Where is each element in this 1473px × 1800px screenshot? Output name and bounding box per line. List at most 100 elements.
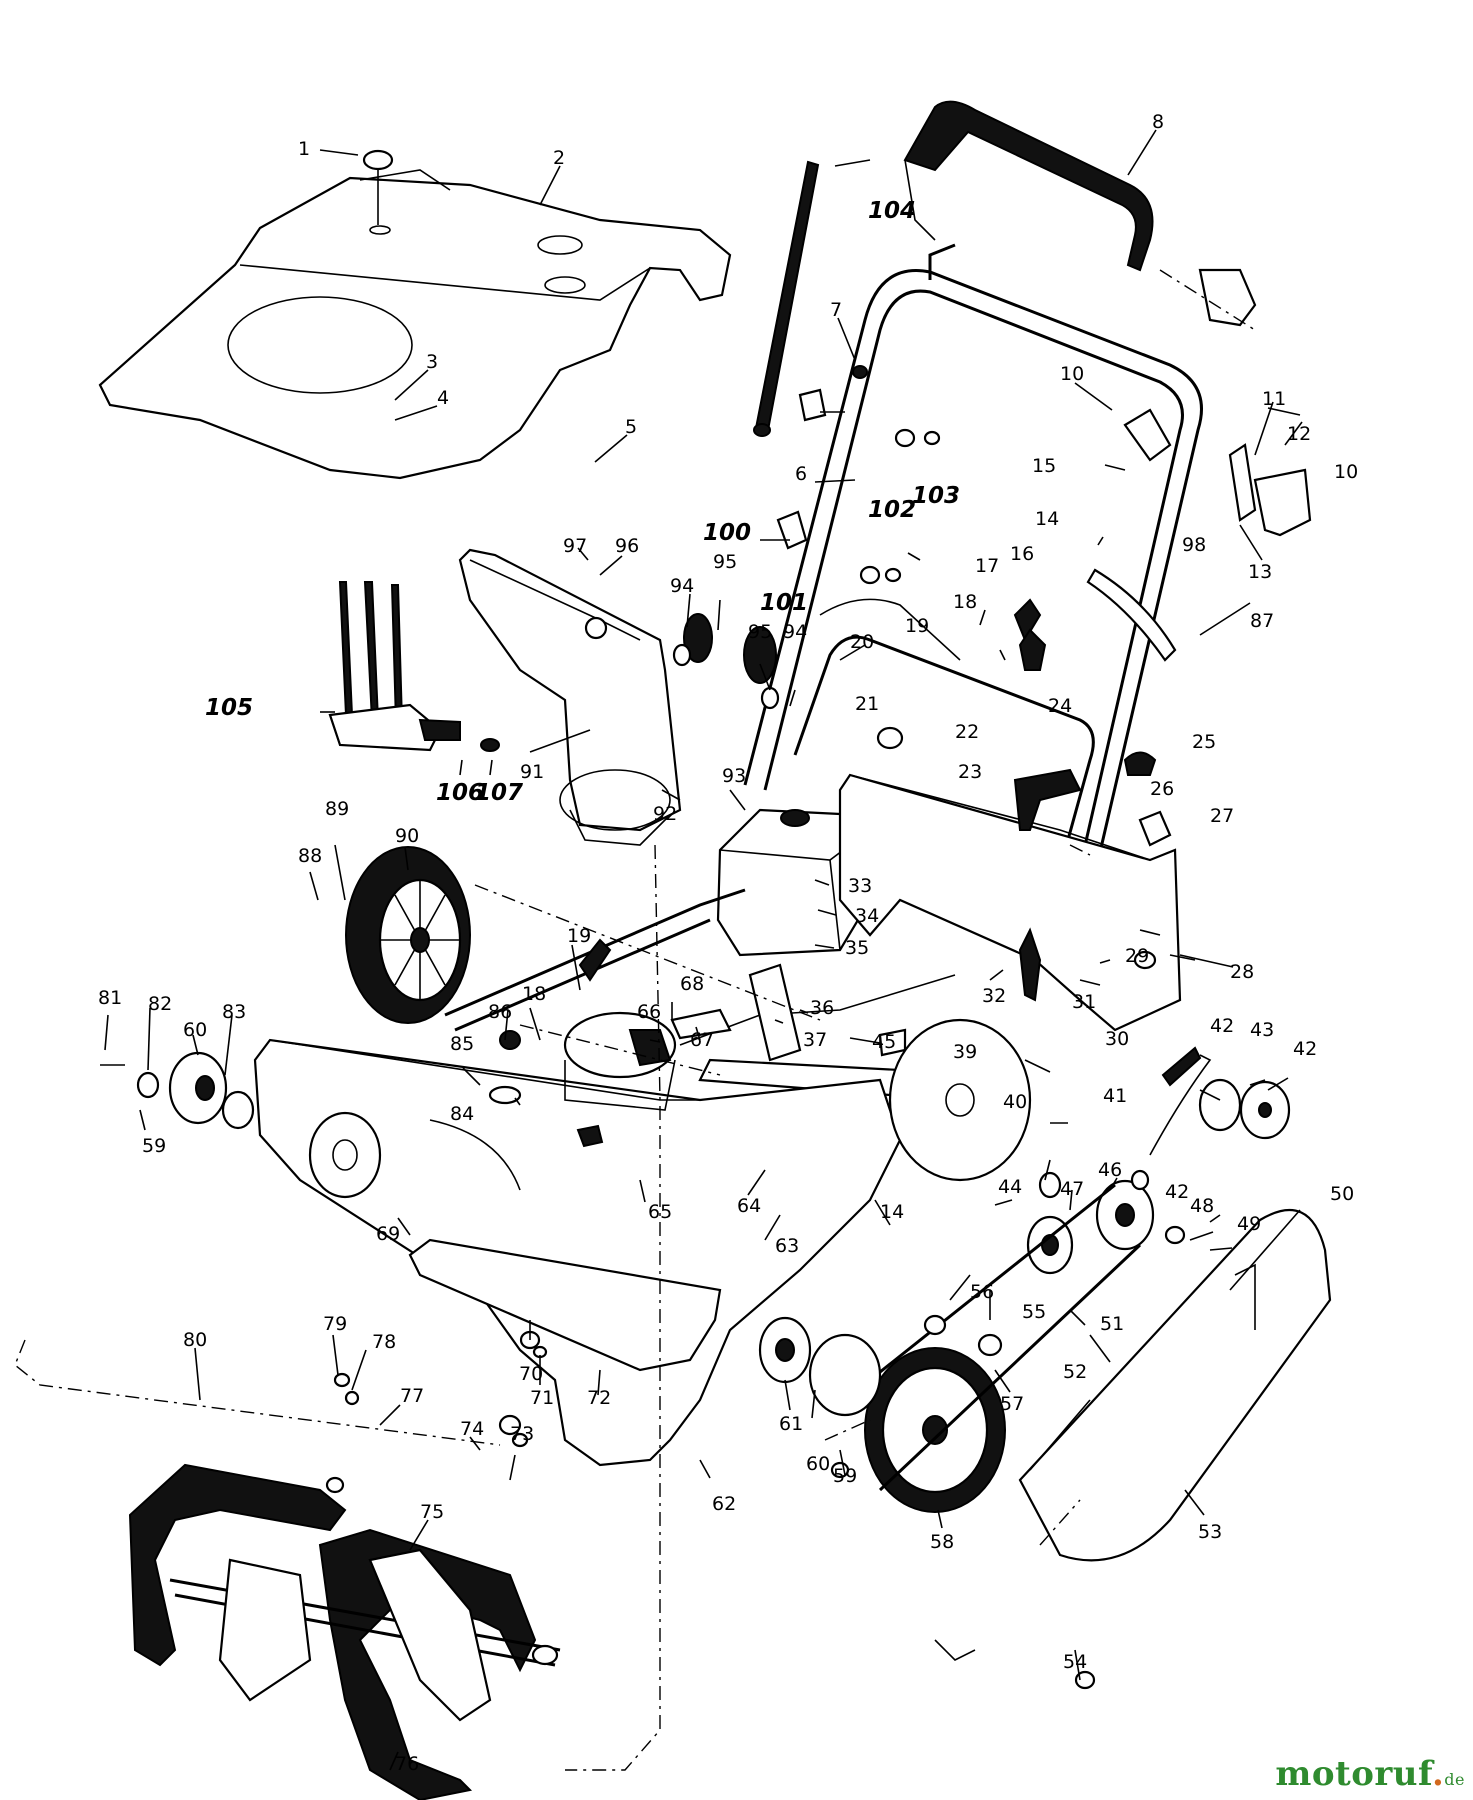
- callout-58: 58: [930, 1531, 954, 1553]
- callout-16: 16: [1010, 543, 1034, 565]
- callout-86: 86: [488, 1001, 512, 1023]
- callout-13: 13: [1248, 561, 1272, 583]
- callout-53: 53: [1198, 1521, 1222, 1543]
- callout-18a: 18: [953, 591, 977, 613]
- callout-80: 80: [183, 1329, 207, 1351]
- callout-93: 93: [722, 765, 746, 787]
- callout-94a: 94: [670, 575, 694, 597]
- callout-95b: 95: [748, 621, 772, 643]
- wheel: [345, 846, 471, 1024]
- callout-37: 37: [803, 1029, 827, 1051]
- callout-67: 67: [690, 1029, 714, 1051]
- callout-106: 106: [436, 780, 484, 806]
- callout-14b: 14: [880, 1201, 904, 1223]
- callout-96: 96: [615, 535, 639, 557]
- callout-68: 68: [680, 973, 704, 995]
- callout-88: 88: [298, 845, 322, 867]
- assembly-reference-lines: [14, 269, 1256, 1771]
- watermark-tld: de: [1444, 1770, 1465, 1789]
- callout-89: 89: [325, 798, 349, 820]
- callout-32: 32: [982, 985, 1006, 1007]
- deflector: [328, 581, 500, 752]
- callout-4: 4: [437, 387, 449, 409]
- callout-12: 12: [1287, 423, 1311, 445]
- chute-crank-rod: [753, 160, 820, 437]
- callout-15: 15: [1032, 455, 1056, 477]
- callout-97: 97: [563, 535, 587, 557]
- callout-20: 20: [850, 631, 874, 653]
- callout-26: 26: [1150, 778, 1174, 800]
- callout-22: 22: [955, 721, 979, 743]
- callout-23: 23: [958, 761, 982, 783]
- leader-lines: [104, 129, 1303, 1771]
- callout-45: 45: [872, 1031, 896, 1053]
- callout-10a: 10: [1060, 363, 1084, 385]
- callout-1: 1: [298, 138, 310, 160]
- callout-36: 36: [810, 997, 834, 1019]
- engine-mount-frame: [838, 768, 1182, 1032]
- callout-70: 70: [519, 1363, 543, 1385]
- callout-72: 72: [587, 1387, 611, 1409]
- handle-assembly: [743, 100, 1257, 961]
- callout-71: 71: [530, 1387, 554, 1409]
- callout-57: 57: [1000, 1393, 1024, 1415]
- callout-63: 63: [775, 1235, 799, 1257]
- callout-103: 103: [912, 483, 960, 509]
- callout-27: 27: [1210, 805, 1234, 827]
- callout-79: 79: [323, 1313, 347, 1335]
- callout-10b: 10: [1334, 461, 1358, 483]
- callout-83: 83: [222, 1001, 246, 1023]
- callout-85: 85: [450, 1033, 474, 1055]
- callout-54: 54: [1063, 1651, 1087, 1673]
- callout-48: 48: [1190, 1195, 1214, 1217]
- callout-40: 40: [1003, 1091, 1027, 1113]
- callout-44: 44: [998, 1176, 1022, 1198]
- callout-8: 8: [1152, 111, 1164, 133]
- callout-6: 6: [795, 463, 807, 485]
- callout-42b: 42: [1210, 1015, 1234, 1037]
- callout-100: 100: [703, 520, 751, 546]
- callout-29: 29: [1125, 945, 1149, 967]
- callout-56: 56: [970, 1281, 994, 1303]
- callout-47: 47: [1060, 1178, 1084, 1200]
- callout-84: 84: [450, 1103, 474, 1125]
- callout-49: 49: [1237, 1213, 1261, 1235]
- callout-17: 17: [975, 555, 999, 577]
- callout-52: 52: [1063, 1361, 1087, 1383]
- callout-19a: 19: [905, 615, 929, 637]
- callout-62: 62: [712, 1493, 736, 1515]
- callout-59b: 59: [833, 1465, 857, 1487]
- callout-77: 77: [400, 1385, 424, 1407]
- callout-105: 105: [205, 695, 253, 721]
- callout-78: 78: [372, 1331, 396, 1353]
- callout-7: 7: [830, 299, 842, 321]
- belt-cover: [1018, 1208, 1332, 1562]
- watermark-main: motoruf: [1275, 1754, 1432, 1794]
- callout-2: 2: [553, 147, 565, 169]
- callout-104: 104: [868, 198, 916, 224]
- callout-75: 75: [420, 1501, 444, 1523]
- callout-59a: 59: [142, 1135, 166, 1157]
- top-cover: [98, 149, 732, 480]
- callout-35: 35: [845, 937, 869, 959]
- fuel-tank: [716, 808, 872, 957]
- callout-28: 28: [1230, 961, 1254, 983]
- callout-5: 5: [625, 416, 637, 438]
- callout-14a: 14: [1035, 508, 1059, 530]
- callout-46: 46: [1098, 1159, 1122, 1181]
- callout-11: 11: [1262, 388, 1286, 410]
- callout-19b: 19: [567, 925, 591, 947]
- callout-21: 21: [855, 693, 879, 715]
- callout-42c: 42: [1293, 1038, 1317, 1060]
- callout-98: 98: [1182, 534, 1206, 556]
- left-bearing: [100, 1051, 882, 1417]
- callout-92: 92: [653, 803, 677, 825]
- callout-30: 30: [1105, 1028, 1129, 1050]
- site-watermark: motoruf.de: [1275, 1754, 1465, 1794]
- callout-65: 65: [648, 1201, 672, 1223]
- callout-66: 66: [637, 1001, 661, 1023]
- callout-95a: 95: [713, 551, 737, 573]
- callout-76: 76: [395, 1753, 419, 1775]
- callout-60a: 60: [183, 1019, 207, 1041]
